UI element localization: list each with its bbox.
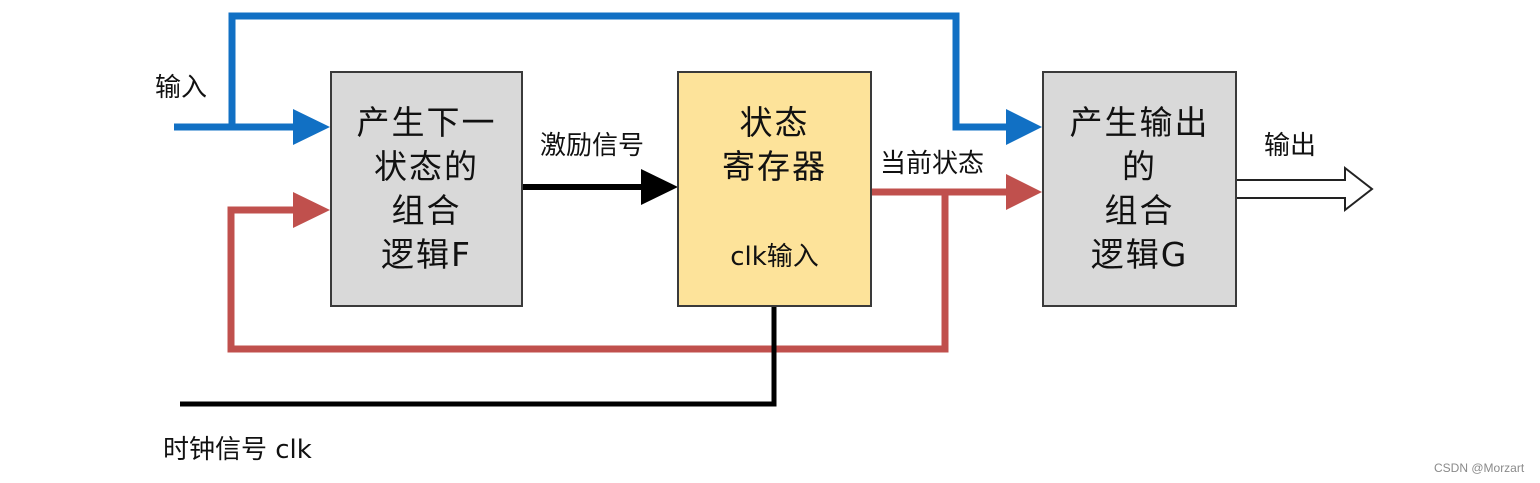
output-arrow-icon	[1235, 165, 1374, 213]
current-state-label: 当前状态	[880, 149, 985, 179]
box-line: 状态	[739, 103, 810, 142]
arrowhead-icon	[293, 109, 330, 145]
box-line: 逻辑F	[381, 235, 472, 274]
box-line: 寄存器	[722, 147, 827, 186]
watermark: CSDN @Morzart	[1434, 461, 1525, 475]
output-logic-box: 产生输出 的 组合 逻辑G	[1042, 71, 1237, 307]
input-label: 输入	[155, 73, 208, 103]
feedback-path	[227, 174, 1042, 353]
clock-path	[180, 306, 777, 407]
arrowhead-icon	[641, 169, 678, 205]
next-state-logic-box: 产生下一 状态的 组合 逻辑F	[330, 71, 523, 307]
excitation-label: 激励信号	[540, 131, 645, 161]
clk-input-label: clk输入	[730, 242, 819, 272]
box-line: 产生输出	[1069, 103, 1210, 142]
box-line: 组合	[1104, 191, 1175, 230]
excitation-path	[522, 169, 678, 205]
box-line: 产生下一	[356, 103, 497, 142]
input-path	[174, 12, 1042, 145]
arrowhead-icon	[1006, 174, 1042, 210]
clock-label: 时钟信号 clk	[163, 435, 312, 465]
box-line: 的	[1122, 147, 1157, 186]
box-line: 逻辑G	[1090, 235, 1189, 274]
state-register-box: 状态 寄存器 clk输入	[677, 71, 872, 307]
box-line: 状态的	[374, 147, 479, 186]
arrowhead-icon	[293, 192, 330, 228]
arrowhead-icon	[1006, 109, 1042, 145]
output-label: 输出	[1264, 131, 1317, 161]
box-line: 组合	[391, 191, 462, 230]
